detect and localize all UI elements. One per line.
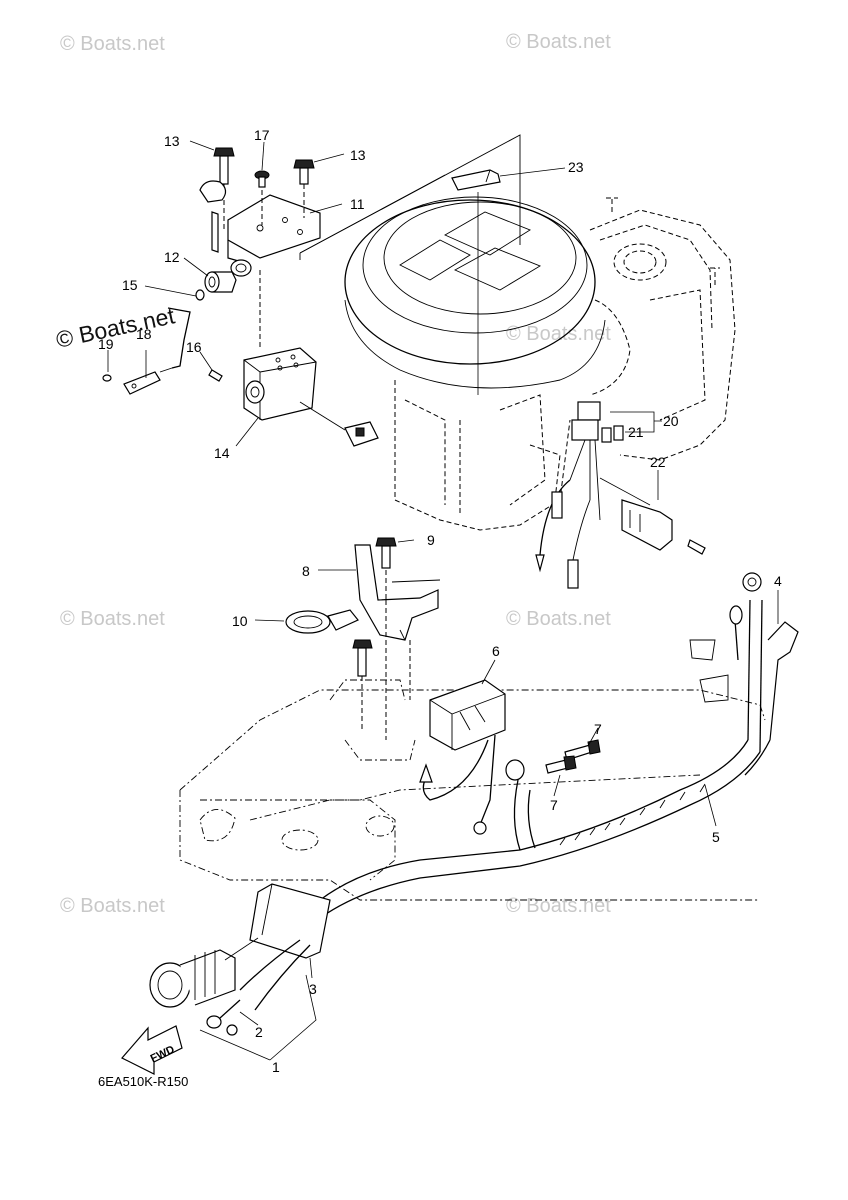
callout-21: 21 — [628, 424, 644, 440]
part-21-terminal-caps — [601, 425, 624, 443]
callout-13-right: 13 — [350, 147, 366, 163]
part-4-boot — [744, 621, 799, 776]
lower-mount-bolt — [352, 600, 411, 740]
watermark-top-left: © Boats.net — [60, 33, 165, 55]
callout-9: 9 — [427, 532, 435, 548]
part-18-clip — [123, 371, 161, 395]
part-11-bracket — [227, 194, 321, 277]
forward-arrow-icon: FWD — [121, 1025, 183, 1075]
part-23-clip — [451, 169, 501, 395]
watermark-top-right: © Boats.net — [506, 31, 611, 53]
callout-20: 20 — [663, 413, 679, 429]
callout-12: 12 — [164, 249, 180, 265]
diagram-code: 6EA510K-R150 — [98, 1074, 188, 1089]
callout-7a: 7 — [594, 721, 602, 737]
watermark-mid-right: © Boats.net — [506, 608, 611, 630]
watermark-bottom-left: © Boats.net — [60, 895, 165, 917]
cable-clamp — [199, 180, 227, 253]
leader-lines — [107, 140, 779, 1061]
part-19-ring — [102, 374, 112, 382]
part-15-stop-switch-lanyard-rod — [159, 307, 191, 373]
part-14-stop-switch — [243, 270, 379, 447]
part-20-connector — [535, 401, 601, 589]
part-3-grommet — [239, 883, 331, 1011]
callout-3: 3 — [309, 981, 317, 997]
part-12-grommet — [195, 271, 237, 301]
engine-outline — [299, 134, 736, 531]
callout-13-left: 13 — [164, 133, 180, 149]
callout-2: 2 — [255, 1024, 263, 1040]
callout-19: 19 — [98, 336, 114, 352]
callout-labels: 1 2 3 4 5 6 7 7 8 9 10 11 12 13 13 14 15… — [98, 127, 782, 1075]
callout-14: 14 — [214, 445, 230, 461]
callout-1: 1 — [272, 1059, 280, 1075]
part-17-screw — [254, 170, 270, 225]
part-13-bolt-right — [293, 159, 315, 218]
watermark-mid-left: © Boats.net — [60, 608, 165, 630]
part-6-rectifier — [419, 679, 506, 835]
watermark-featured: © Boats.net — [54, 302, 178, 353]
callout-10: 10 — [232, 613, 248, 629]
part-13-bolt-left — [213, 147, 235, 230]
callout-16: 16 — [186, 339, 202, 355]
part-7-screws — [545, 739, 601, 774]
watermark-mid-center: © Boats.net — [506, 323, 611, 345]
part-1-main-switch — [149, 937, 259, 1008]
part-16-pin — [208, 369, 223, 382]
callout-4: 4 — [774, 573, 782, 589]
callout-15: 15 — [122, 277, 138, 293]
callout-22: 22 — [650, 454, 666, 470]
part-2-ring-terminals — [206, 999, 241, 1036]
watermark-bottom-right: © Boats.net — [506, 895, 611, 917]
part-10-clamp — [285, 609, 359, 634]
part-8-bracket — [354, 544, 441, 641]
part-22-bracket — [599, 477, 706, 555]
callout-17: 17 — [254, 127, 270, 143]
callout-7b: 7 — [550, 797, 558, 813]
callout-11: 11 — [350, 196, 365, 212]
callout-18: 18 — [136, 326, 152, 342]
callout-5: 5 — [712, 829, 720, 845]
part-5-wire-harness — [319, 572, 763, 919]
callout-23: 23 — [568, 159, 584, 175]
callout-6: 6 — [492, 643, 500, 659]
callout-8: 8 — [302, 563, 310, 579]
watermark-layer: © Boats.net © Boats.net © Boats.net © Bo… — [54, 31, 612, 917]
part-9-bolt — [375, 537, 397, 600]
